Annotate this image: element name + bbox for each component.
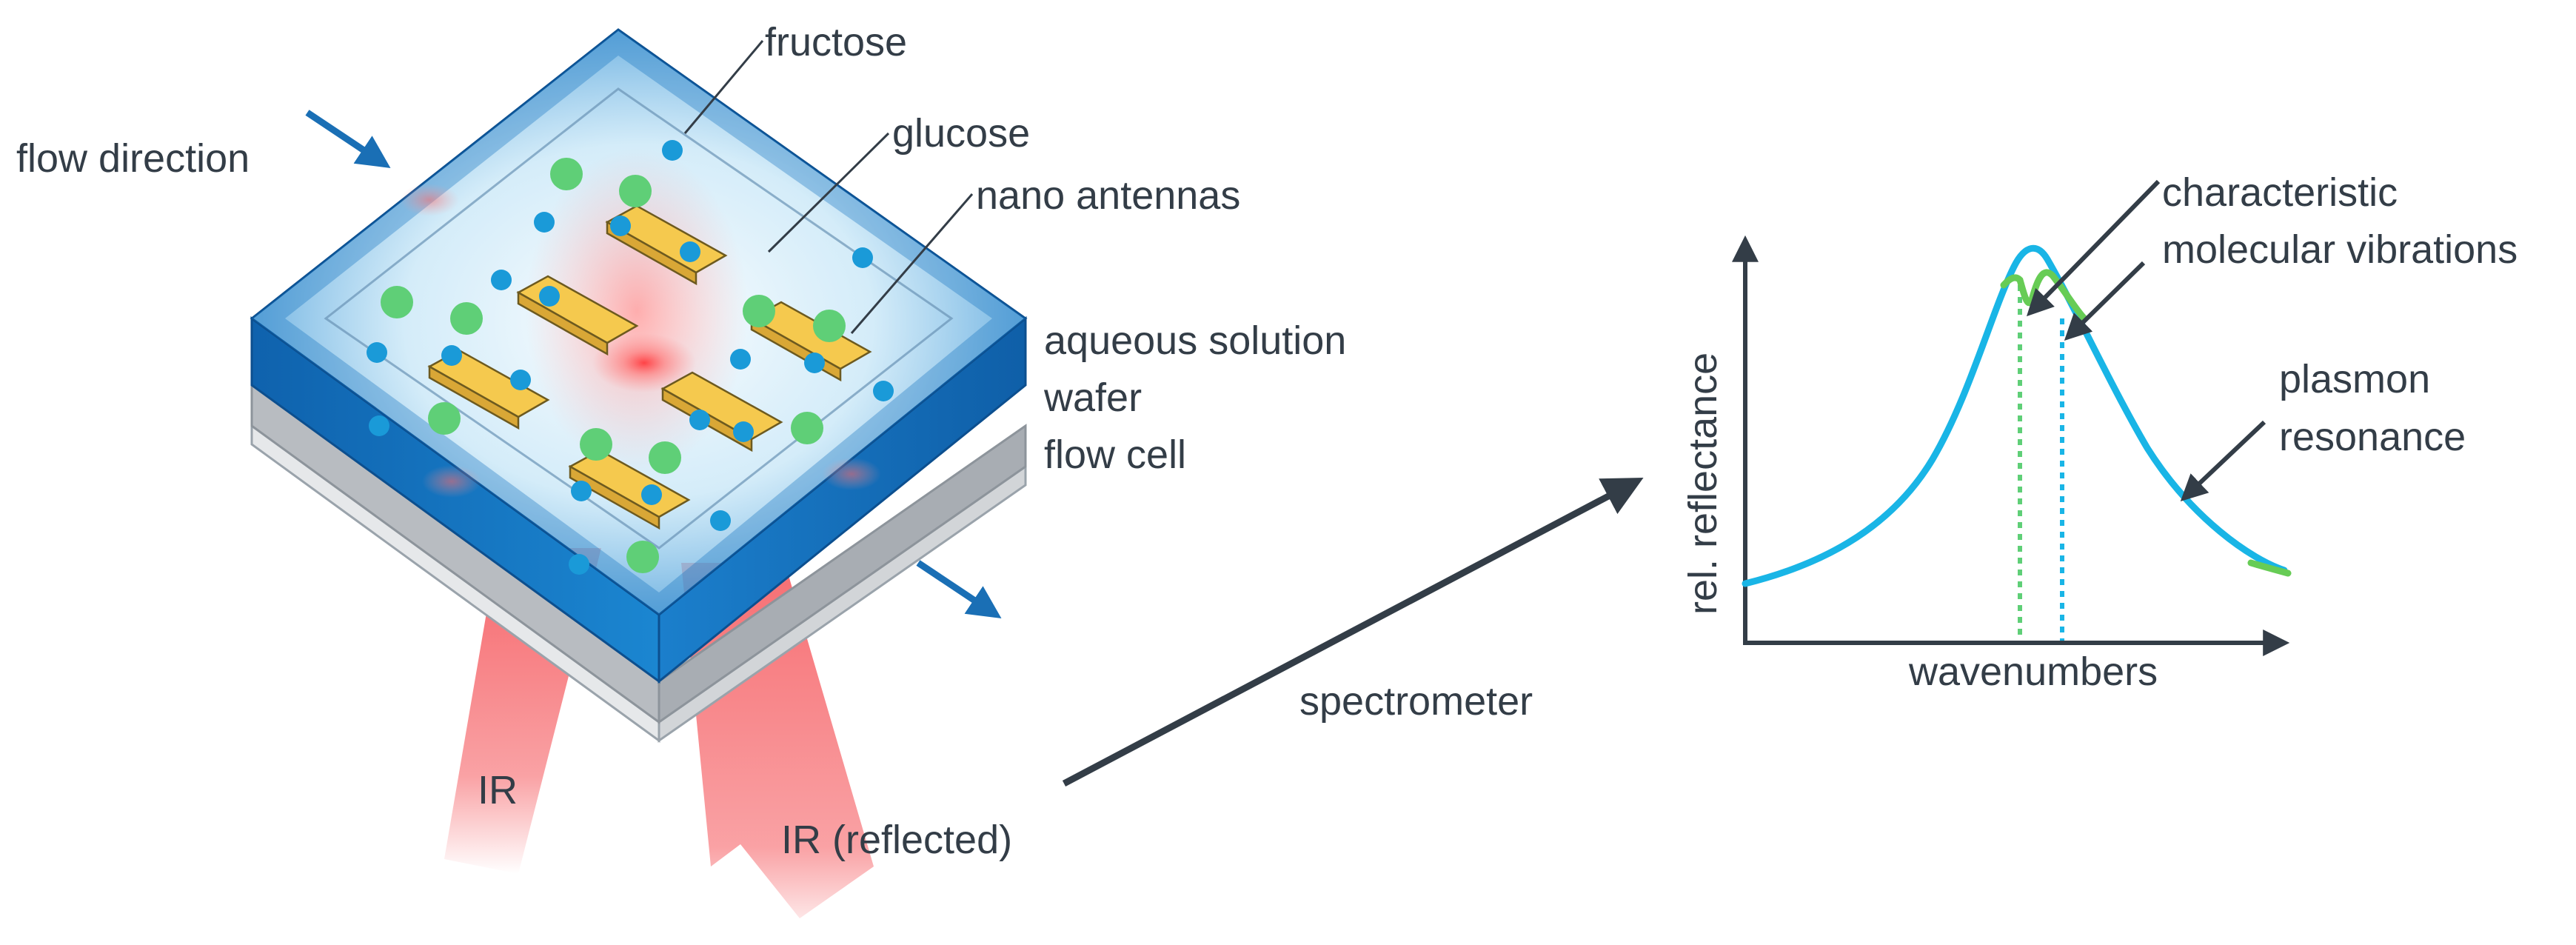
fructose-molecule xyxy=(710,510,731,531)
graph-xlabel: wavenumbers xyxy=(1908,650,2158,694)
glucose-molecule xyxy=(791,412,823,444)
aqueous-solution-label: aqueous solution xyxy=(1044,318,1346,363)
fructose-label: fructose xyxy=(765,20,907,64)
fructose-molecule xyxy=(367,342,387,363)
fructose-molecule xyxy=(571,481,592,501)
fructose-molecule xyxy=(804,353,825,373)
graph-axes xyxy=(1732,235,2290,656)
fructose-molecule xyxy=(534,212,555,233)
fructose-molecule xyxy=(441,345,462,366)
glucose-molecule xyxy=(450,302,483,335)
glucose-molecule xyxy=(381,286,413,318)
glucose-label: glucose xyxy=(892,111,1030,156)
glucose-molecule xyxy=(743,295,775,327)
wafer-label: wafer xyxy=(1043,375,1142,420)
fructose-molecule xyxy=(641,484,662,505)
fructose-molecule xyxy=(569,554,589,575)
fructose-molecule xyxy=(852,247,873,268)
nano-antennas xyxy=(427,204,872,530)
ir-incident-label: IR xyxy=(478,768,518,812)
ir-reflected-label: IR (reflected) xyxy=(781,818,1012,862)
flow-in-arrow-icon xyxy=(305,110,391,168)
fructose-molecule xyxy=(510,370,531,390)
vibrations-annotation-line1: characteristic xyxy=(2162,170,2398,215)
flow-cell-stack xyxy=(250,383,1027,743)
flow-direction-label: flow direction xyxy=(16,136,250,181)
fructose-molecule xyxy=(873,381,894,401)
plasmon-annotation-line1: plasmon xyxy=(2279,357,2430,401)
glucose-molecule xyxy=(626,541,659,573)
glucose-molecule xyxy=(550,158,583,190)
glucose-molecule xyxy=(428,402,461,435)
channel-rim xyxy=(324,87,954,550)
fructose-molecule xyxy=(539,286,560,307)
fructose-molecule xyxy=(680,241,700,262)
fructose-molecule xyxy=(491,270,512,290)
fructose-molecule xyxy=(369,415,389,436)
fructose-molecule xyxy=(733,421,754,442)
vibrations-annotation-line2: molecular vibrations xyxy=(2162,227,2518,272)
fructose-molecule xyxy=(610,216,631,236)
glucose-molecule xyxy=(580,428,612,461)
graph-ylabel: rel. reflectance xyxy=(1681,353,1725,615)
glucose-molecules xyxy=(381,158,846,573)
fructose-molecules xyxy=(367,140,894,575)
nano-antennas-label: nano antennas xyxy=(976,173,1240,218)
plasmon-resonance-curve xyxy=(1742,244,2288,587)
spectrum-graph: wavenumbers rel. reflectance characteris… xyxy=(1681,170,2518,694)
glucose-molecule xyxy=(649,441,681,474)
spectrometer-label: spectrometer xyxy=(1299,679,1533,724)
flow-cell-label: flow cell xyxy=(1044,433,1186,477)
annotation-arrows xyxy=(2026,179,2266,501)
label-leaders xyxy=(683,40,974,334)
plasmon-annotation-line2: resonance xyxy=(2279,415,2466,459)
glucose-molecule xyxy=(813,310,846,342)
fructose-molecule xyxy=(689,410,710,430)
fructose-molecule xyxy=(662,140,683,161)
fructose-molecule xyxy=(730,349,751,370)
flow-out-arrow-icon xyxy=(916,560,1002,618)
glucose-molecule xyxy=(619,175,652,207)
spectrometer-arrow xyxy=(1062,477,1644,787)
